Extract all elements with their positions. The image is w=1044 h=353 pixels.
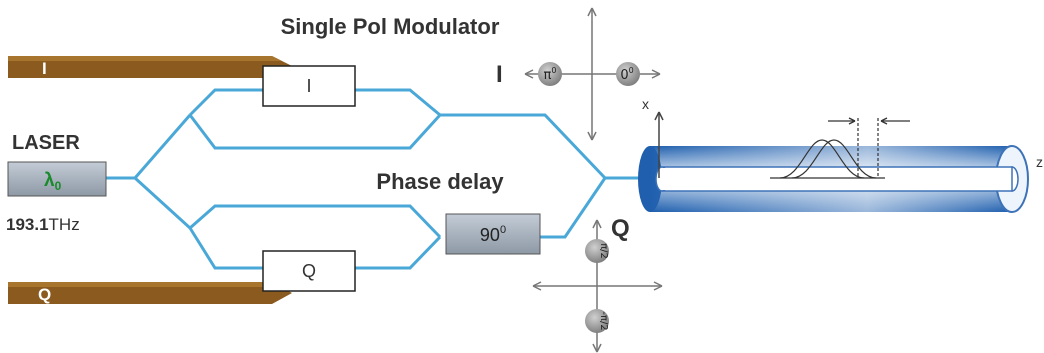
modulator-i-box xyxy=(262,65,356,107)
constellation-i-axis-label: I xyxy=(496,61,503,88)
constellation-q-point-top: π/2 xyxy=(598,243,609,259)
electrode-q-label: Q xyxy=(38,285,51,304)
fiber-x-axis xyxy=(654,111,664,178)
constellation-i-point-left: π0 xyxy=(544,66,557,83)
laser-wavelength: λ0 xyxy=(44,170,62,193)
optical-pulses xyxy=(770,118,885,179)
fiber-x-axis-label: x xyxy=(642,96,649,112)
constellation-i-point-right: 00 xyxy=(620,66,633,83)
electrode-i xyxy=(8,56,292,78)
modulator-q-label: Q xyxy=(302,261,316,281)
constellation-q-axis-label: Q xyxy=(611,215,630,242)
laser-label: LASER xyxy=(12,132,80,154)
fiber-z-axis-label: z xyxy=(1036,154,1043,170)
diagram-title: Single Pol Modulator xyxy=(281,14,500,39)
laser-frequency: 193.1THz xyxy=(6,215,80,234)
pulse-spacing-arrows xyxy=(828,117,910,125)
constellation-i xyxy=(524,7,661,141)
constellation-q xyxy=(532,219,663,353)
electrode-i-label: I xyxy=(42,59,47,78)
modulator-i-label: I xyxy=(306,76,311,96)
phase-delay-label: Phase delay xyxy=(376,169,504,194)
waveguides xyxy=(106,88,650,270)
phase-delay-box xyxy=(445,213,541,255)
constellation-q-point-bottom: -π/2 xyxy=(598,311,609,330)
laser-box xyxy=(7,161,107,197)
phase-delay-value: 900 xyxy=(480,224,506,245)
optical-fiber xyxy=(638,145,1029,213)
modulator-q-box xyxy=(262,250,356,292)
electrode-q xyxy=(8,282,292,304)
